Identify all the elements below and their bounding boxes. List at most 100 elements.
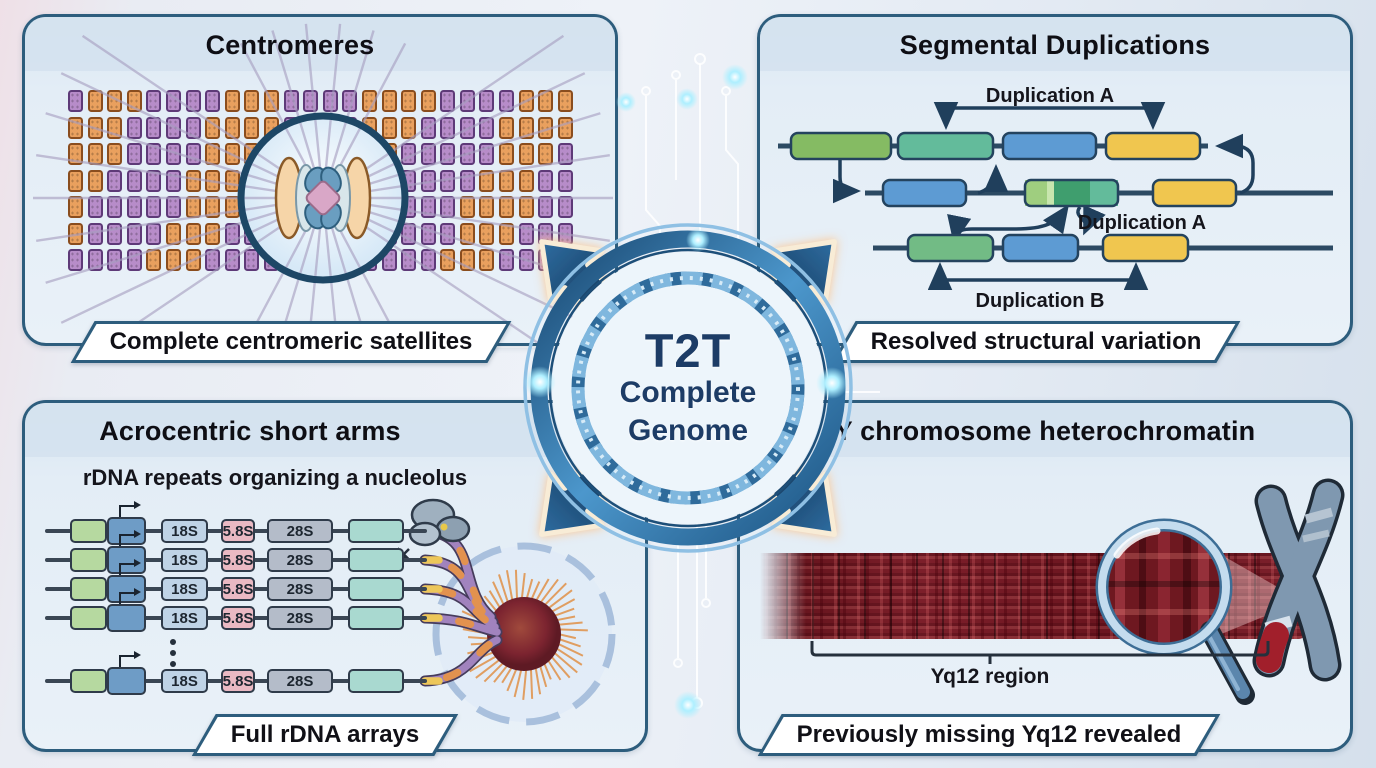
satellite-unit-orange (499, 143, 515, 165)
acro-title: Acrocentric short arms (99, 416, 401, 446)
rdna-ets-block (348, 548, 404, 572)
badge-text: T2T Complete Genome (478, 178, 898, 598)
rdna-28s-box: 28S (267, 519, 333, 543)
satellite-unit-purple (126, 222, 142, 245)
magnifier-icon (1095, 518, 1255, 705)
duplication-a-inserted-label: Duplication A (1078, 212, 1206, 234)
satellite-unit-orange (557, 90, 573, 112)
ychrom-figure (810, 478, 1345, 705)
spindle-kinetochore-figure (33, 23, 613, 343)
yq12-region-label: Yq12 region (930, 665, 1050, 688)
satellite-unit-orange (499, 116, 515, 139)
satellite-unit-purple (68, 249, 83, 271)
rdna-58s-box: 5.8S (221, 548, 255, 572)
satellite-unit-orange (244, 90, 260, 112)
ellipsis-dots (170, 639, 176, 672)
satellite-unit-purple (557, 169, 573, 192)
rdna-promoter-block (107, 667, 146, 695)
promoter-arrow-icon (119, 650, 141, 667)
satellite-unit-orange (479, 196, 495, 218)
rdna-ets-block (348, 606, 404, 630)
satellite-unit-orange (205, 222, 221, 245)
rdna-igs-block (70, 577, 107, 601)
acro-caption: Full rDNA arrays (197, 717, 454, 753)
kinetochore-complex (274, 156, 372, 240)
t2t-center-badge: T2T Complete Genome (478, 178, 898, 598)
spindle-fibers (33, 23, 613, 343)
segdup-caption-banner: Resolved structural variation (832, 321, 1241, 363)
rdna-58s-box: 5.8S (221, 669, 255, 693)
rdna-repeat-row: 18S 5.8S 28S (45, 558, 427, 603)
rdna-igs-block (70, 548, 107, 572)
promoter-arrow-icon (119, 587, 141, 604)
satellite-unit-orange (518, 169, 534, 192)
satellite-unit-orange (518, 196, 534, 218)
rdna-28s-box: 28S (267, 606, 333, 630)
promoter-arrow-icon (119, 500, 141, 517)
satellite-unit-purple (107, 169, 123, 192)
kinetochore-circle-ring (237, 112, 409, 284)
nucleolus-core (487, 597, 561, 671)
badge-inner-disc (552, 252, 824, 524)
duplication-b-label: Duplication B (976, 290, 1105, 312)
rdna-18s-box: 18S (161, 577, 208, 601)
rdna-18s-box: 18S (161, 519, 208, 543)
satellite-unit-orange (401, 116, 417, 139)
rdna-58s-box: 5.8S (221, 519, 255, 543)
satellite-unit-orange (87, 143, 103, 165)
satellite-unit-purple (459, 116, 475, 139)
duplication-arrows (833, 102, 1255, 290)
satellite-unit-orange (459, 222, 475, 245)
satellite-unit-purple (126, 143, 142, 165)
satellite-unit-orange (146, 249, 162, 271)
satellite-unit-orange (107, 143, 123, 165)
rdna-igs-block (70, 669, 107, 693)
acro-subtitle: rDNA repeats organizing a nucleolus (82, 465, 468, 490)
satellite-unit-purple (440, 222, 456, 245)
satellite-unit-purple (107, 196, 123, 218)
rdna-repeat-row: 18S 5.8S 28S (45, 650, 427, 695)
rdna-igs-block (70, 606, 107, 630)
satellite-unit-orange (87, 90, 103, 112)
panel-y-heterochromatin: Yq12 region Y chromosome heterochromatin… (737, 400, 1353, 752)
satellite-unit-purple (185, 116, 201, 139)
rdna-18s-box: 18S (161, 669, 208, 693)
satellite-unit-orange (518, 116, 534, 139)
satellite-unit-orange (381, 116, 397, 139)
satellite-unit-purple (499, 90, 515, 112)
satellite-unit-orange (538, 90, 554, 112)
panel-acrocentric-short-arms: rDNA repeats organizing a nucleolus 18S … (22, 400, 648, 752)
rdna-58s-box: 5.8S (221, 577, 255, 601)
satellite-unit-purple (538, 169, 554, 192)
rdna-repeat-row: 18S 5.8S 28S (45, 529, 427, 574)
satellite-unit-orange (107, 90, 123, 112)
nucleolus-fibrils (460, 569, 588, 700)
rdna-ets-block (348, 519, 404, 543)
satellite-unit-orange (459, 196, 475, 218)
satellite-unit-purple (68, 90, 83, 112)
ychrom-illustration: Yq12 region (740, 403, 1350, 749)
badge-line-complete: Complete (619, 376, 757, 409)
satellite-unit-orange (420, 90, 436, 112)
ychrom-title: Y chromosome heterochromatin (834, 416, 1256, 446)
satellite-unit-orange (538, 143, 554, 165)
satellite-unit-purple (146, 169, 162, 192)
centromeres-title: Centromeres (205, 30, 375, 60)
satellite-unit-purple (538, 196, 554, 218)
badge-line-genome: Genome (627, 413, 749, 447)
rdna-28s-box: 28S (267, 669, 333, 693)
rdna-promoter-block (107, 575, 146, 603)
rdna-58s-box: 5.8S (221, 606, 255, 630)
nucleolus-figure (390, 498, 616, 726)
satellite-unit-orange (401, 90, 417, 112)
panel-centromeres: Centromeres Complete centromeric satelli… (22, 14, 618, 346)
segdup-diagram: Duplication A Duplication A Duplication … (778, 85, 1333, 312)
rdna-18s-box: 18S (161, 606, 208, 630)
acro-caption-banner: Full rDNA arrays (192, 714, 459, 756)
rdna-repeat-row: 18S 5.8S 28S (45, 500, 427, 545)
ychrom-caption: Previously missing Yq12 revealed (763, 717, 1216, 753)
satellite-unit-purple (557, 196, 573, 218)
rdna-28s-box: 28S (267, 548, 333, 572)
rdna-ets-block (348, 669, 404, 693)
